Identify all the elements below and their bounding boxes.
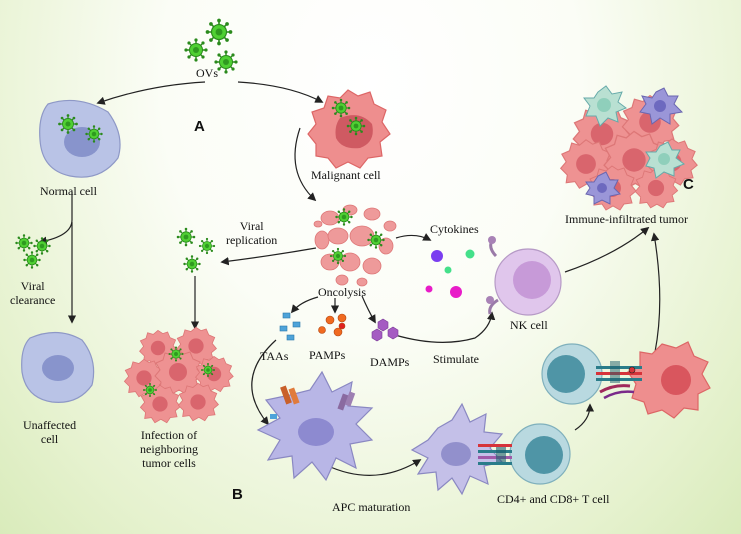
pamp-molecules bbox=[318, 313, 347, 337]
stimulate-label: Stimulate bbox=[433, 352, 479, 366]
virus-icon bbox=[168, 346, 184, 362]
virus-icon bbox=[198, 237, 216, 255]
virus-icon bbox=[331, 98, 351, 118]
normal-cell-illustration bbox=[39, 99, 121, 178]
dendritic-cell-icon bbox=[645, 141, 686, 179]
viral-replication-label: Viral replication bbox=[226, 219, 277, 247]
taa-antigens bbox=[279, 312, 301, 341]
virus-icon bbox=[57, 113, 79, 135]
virus-icon bbox=[182, 254, 202, 274]
virus-icon bbox=[346, 116, 366, 136]
nk-cell-illustration bbox=[486, 236, 562, 316]
t-cell-label: CD4+ and CD8+ T cell bbox=[497, 492, 610, 506]
virus-icon bbox=[142, 382, 158, 398]
virus-icon bbox=[204, 17, 234, 47]
normal-cell-label: Normal cell bbox=[40, 184, 97, 198]
virus-icon bbox=[14, 233, 34, 253]
unaffected-line-1: Unaffected bbox=[23, 418, 77, 432]
dendritic-cell-icon bbox=[639, 87, 684, 125]
immune-tumor-label: Immune-infiltrated tumor bbox=[565, 212, 688, 226]
tcr-receptor-icon bbox=[596, 361, 642, 400]
virus-icon bbox=[176, 227, 196, 247]
virus-icon bbox=[183, 37, 209, 63]
oncolysis-label: Oncolysis bbox=[318, 285, 366, 299]
synapse-receptor-icon bbox=[478, 444, 512, 465]
unaffected-cell-illustration bbox=[21, 331, 95, 403]
viral-clearance-label: Viral clearance bbox=[10, 279, 55, 307]
apc-maturation-label: APC maturation bbox=[332, 500, 411, 514]
infection-line-3: tumor cells bbox=[142, 456, 196, 470]
unaffected-cell-label: Unaffected cell bbox=[23, 418, 76, 446]
mature-apc-illustration bbox=[410, 402, 504, 496]
viral-clearance-line-1: Viral bbox=[20, 279, 45, 293]
mhc-receptor-icon bbox=[337, 391, 356, 411]
viral-clearance-line-2: clearance bbox=[10, 293, 56, 307]
infection-line-2: neighboring bbox=[140, 442, 198, 456]
immune-infiltrated-tumor-illustration bbox=[560, 85, 698, 211]
cytokine-dots bbox=[425, 249, 475, 298]
virus-icon bbox=[366, 230, 386, 250]
viral-replication-line-1: Viral bbox=[239, 219, 264, 233]
cleared-virus-group bbox=[14, 233, 52, 270]
pamps-label: PAMPs bbox=[309, 348, 346, 362]
virus-icon bbox=[334, 207, 354, 227]
virus-icon bbox=[329, 247, 347, 265]
section-a-label: A bbox=[194, 118, 205, 135]
viral-replication-line-2: replication bbox=[226, 233, 278, 247]
virus-icon bbox=[32, 236, 52, 256]
flow-arrows bbox=[38, 81, 661, 476]
ovs-label: OVs bbox=[196, 66, 219, 80]
unaffected-line-2: cell bbox=[40, 432, 59, 446]
infection-line-1: Infection of bbox=[140, 428, 198, 442]
apc-cell-illustration bbox=[256, 370, 374, 482]
infected-tumor-cluster bbox=[124, 326, 234, 424]
oncolysis-fragments bbox=[313, 204, 397, 287]
malignant-cell-illustration bbox=[307, 89, 391, 169]
effector-t-cell-illustration bbox=[541, 343, 603, 405]
target-tumor-cell-illustration bbox=[627, 341, 711, 419]
mhc-receptor-icon bbox=[280, 385, 300, 405]
dendritic-cell-icon bbox=[583, 85, 628, 127]
replicated-virus-group bbox=[176, 227, 216, 274]
section-b-label: B bbox=[232, 486, 243, 503]
malignant-cell-label: Malignant cell bbox=[311, 168, 381, 182]
damp-molecules bbox=[371, 318, 399, 342]
infection-label: Infection of neighboring tumor cells bbox=[140, 428, 198, 470]
cytokines-label: Cytokines bbox=[430, 222, 479, 236]
section-c-label: C bbox=[683, 176, 694, 193]
damps-label: DAMPs bbox=[370, 355, 410, 369]
virus-icon bbox=[200, 362, 216, 378]
t-cell-illustration bbox=[509, 423, 571, 485]
virus-icon bbox=[84, 124, 104, 144]
taas-label: TAAs bbox=[260, 349, 289, 363]
virus-icon bbox=[22, 250, 42, 270]
dendritic-cell-icon bbox=[585, 171, 622, 205]
nk-cell-label: NK cell bbox=[510, 318, 548, 332]
